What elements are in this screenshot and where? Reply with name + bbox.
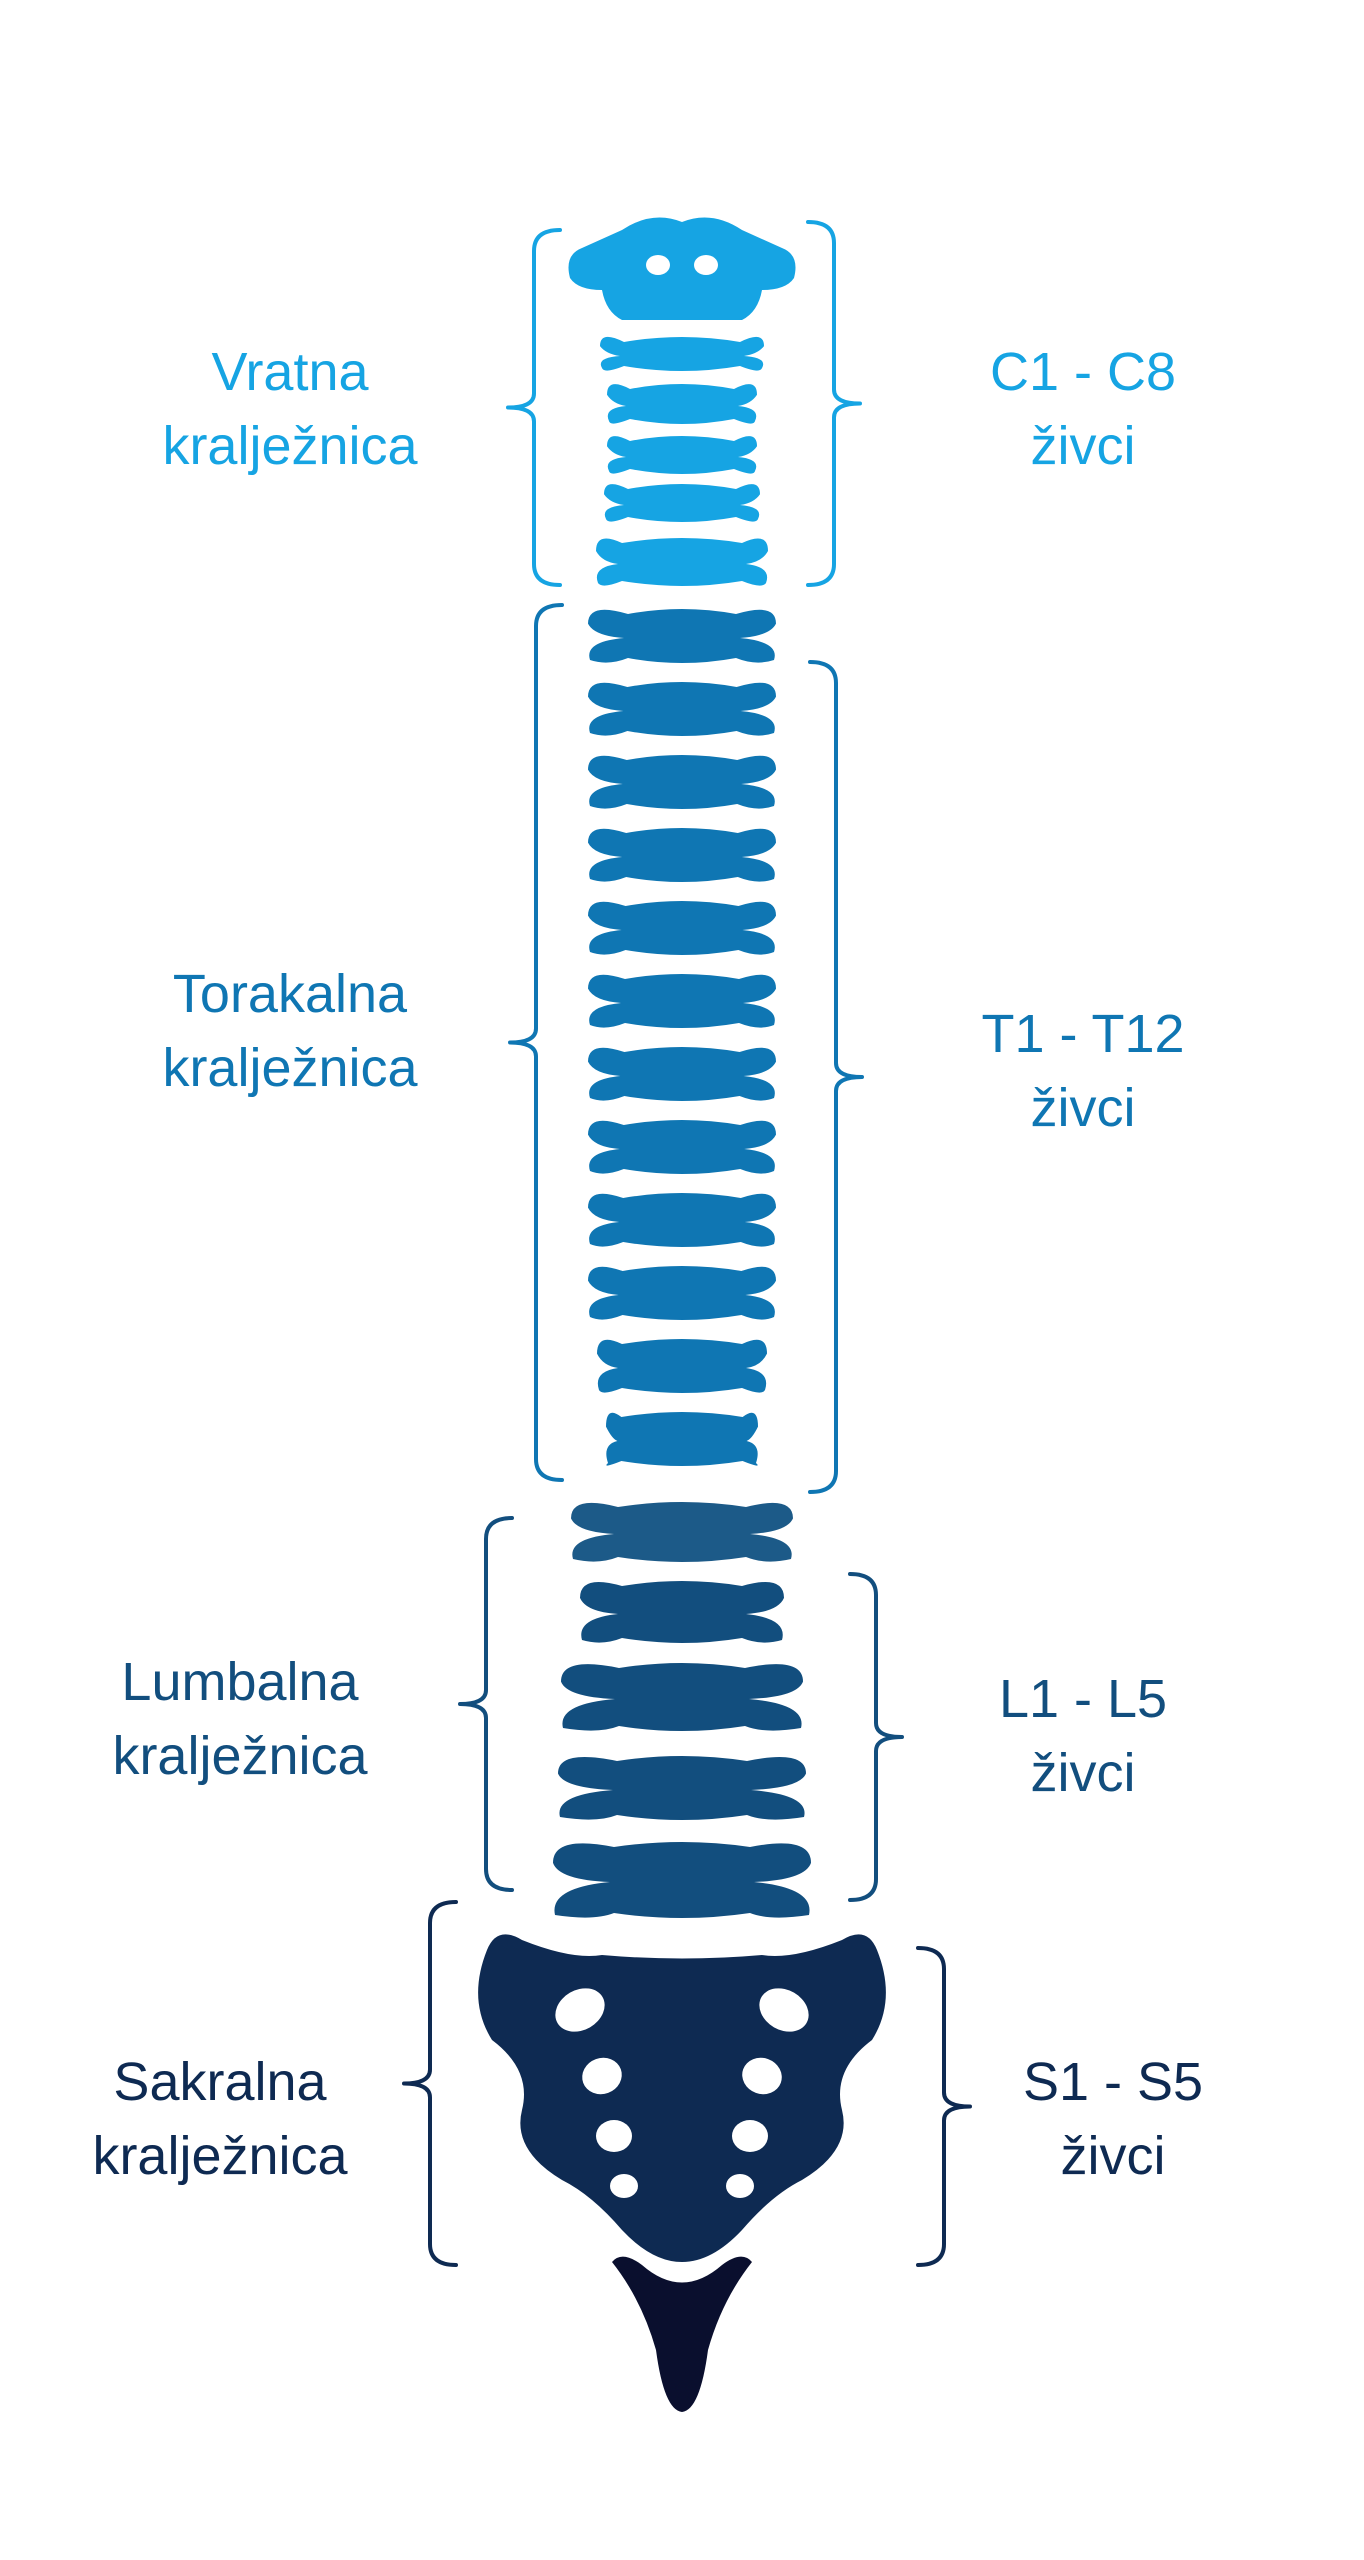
label-sacral-nerves: S1 - S5 živci [948,2045,1278,2193]
atlas-foramen-left [646,255,670,275]
vertebra-l1 [580,1581,784,1643]
coccyx [612,2257,752,2412]
label-lumbar-nerves: L1 - L5 živci [918,1662,1248,1810]
label-thoracic-line1: Torakalna [80,957,500,1031]
vertebra-c3 [607,384,757,424]
vertebra-c5 [604,484,760,522]
vertebra-t3 [588,755,776,809]
label-cervical-line2: kralježnica [80,409,500,483]
sacral-foramen-5 [596,2120,632,2152]
vertebra-transition [571,1502,793,1562]
bracket-lumbar-left [460,1518,512,1890]
vertebra-t6 [588,974,776,1028]
vertebra-t2 [588,682,776,736]
vertebra-t5 [588,901,776,955]
label-lumbar-nerves-line2: živci [918,1736,1248,1810]
label-cervical-nerves-line1: C1 - C8 [918,335,1248,409]
label-thoracic-nerves-line1: T1 - T12 [918,997,1248,1071]
vertebra-l2 [561,1663,803,1731]
vertebra-t1 [588,609,776,663]
label-thoracic-line2: kralježnica [80,1031,500,1105]
label-sacral-line1: Sakralna [10,2045,430,2119]
vertebra-t9 [588,1193,776,1247]
bracket-cervical-left [508,230,560,585]
vertebra-c6 [596,538,768,586]
label-cervical-nerves-line2: živci [918,409,1248,483]
label-sacral-spine: Sakralna kralježnica [10,2045,430,2193]
sacral-foramen-8 [726,2174,754,2198]
label-lumbar-line2: kralježnica [30,1719,450,1793]
vertebra-t8 [588,1120,776,1174]
vertebra-l4 [553,1842,811,1918]
vertebra-t12 [606,1412,758,1466]
sacral-foramen-7 [610,2174,638,2198]
bracket-lumbar-right [850,1574,902,1900]
vertebra-c4 [607,436,757,474]
bracket-thoracic-left [510,605,562,1480]
vertebra-t10 [588,1266,776,1320]
label-thoracic-spine: Torakalna kralježnica [80,957,500,1105]
vertebra-c2 [600,337,764,371]
vertebra-t11 [597,1339,767,1393]
label-lumbar-line1: Lumbalna [30,1645,450,1719]
label-sacral-nerves-line1: S1 - S5 [948,2045,1278,2119]
label-thoracic-nerves: T1 - T12 živci [918,997,1248,1145]
sacral-foramen-6 [732,2120,768,2152]
bracket-thoracic-right [810,662,862,1492]
bracket-cervical-right [808,222,860,585]
label-lumbar-spine: Lumbalna kralježnica [30,1645,450,1793]
vertebra-l3 [558,1756,806,1820]
vertebra-t7 [588,1047,776,1101]
label-cervical-line1: Vratna [80,335,500,409]
label-lumbar-nerves-line1: L1 - L5 [918,1662,1248,1736]
sacrum [478,1934,886,2262]
label-cervical-spine: Vratna kralježnica [80,335,500,483]
label-sacral-nerves-line2: živci [948,2119,1278,2193]
label-thoracic-nerves-line2: živci [918,1071,1248,1145]
label-sacral-line2: kralježnica [10,2119,430,2193]
atlas-foramen-right [694,255,718,275]
vertebra-t4 [588,828,776,882]
label-cervical-nerves: C1 - C8 živci [918,335,1248,483]
vertebra-c1 [569,218,796,321]
